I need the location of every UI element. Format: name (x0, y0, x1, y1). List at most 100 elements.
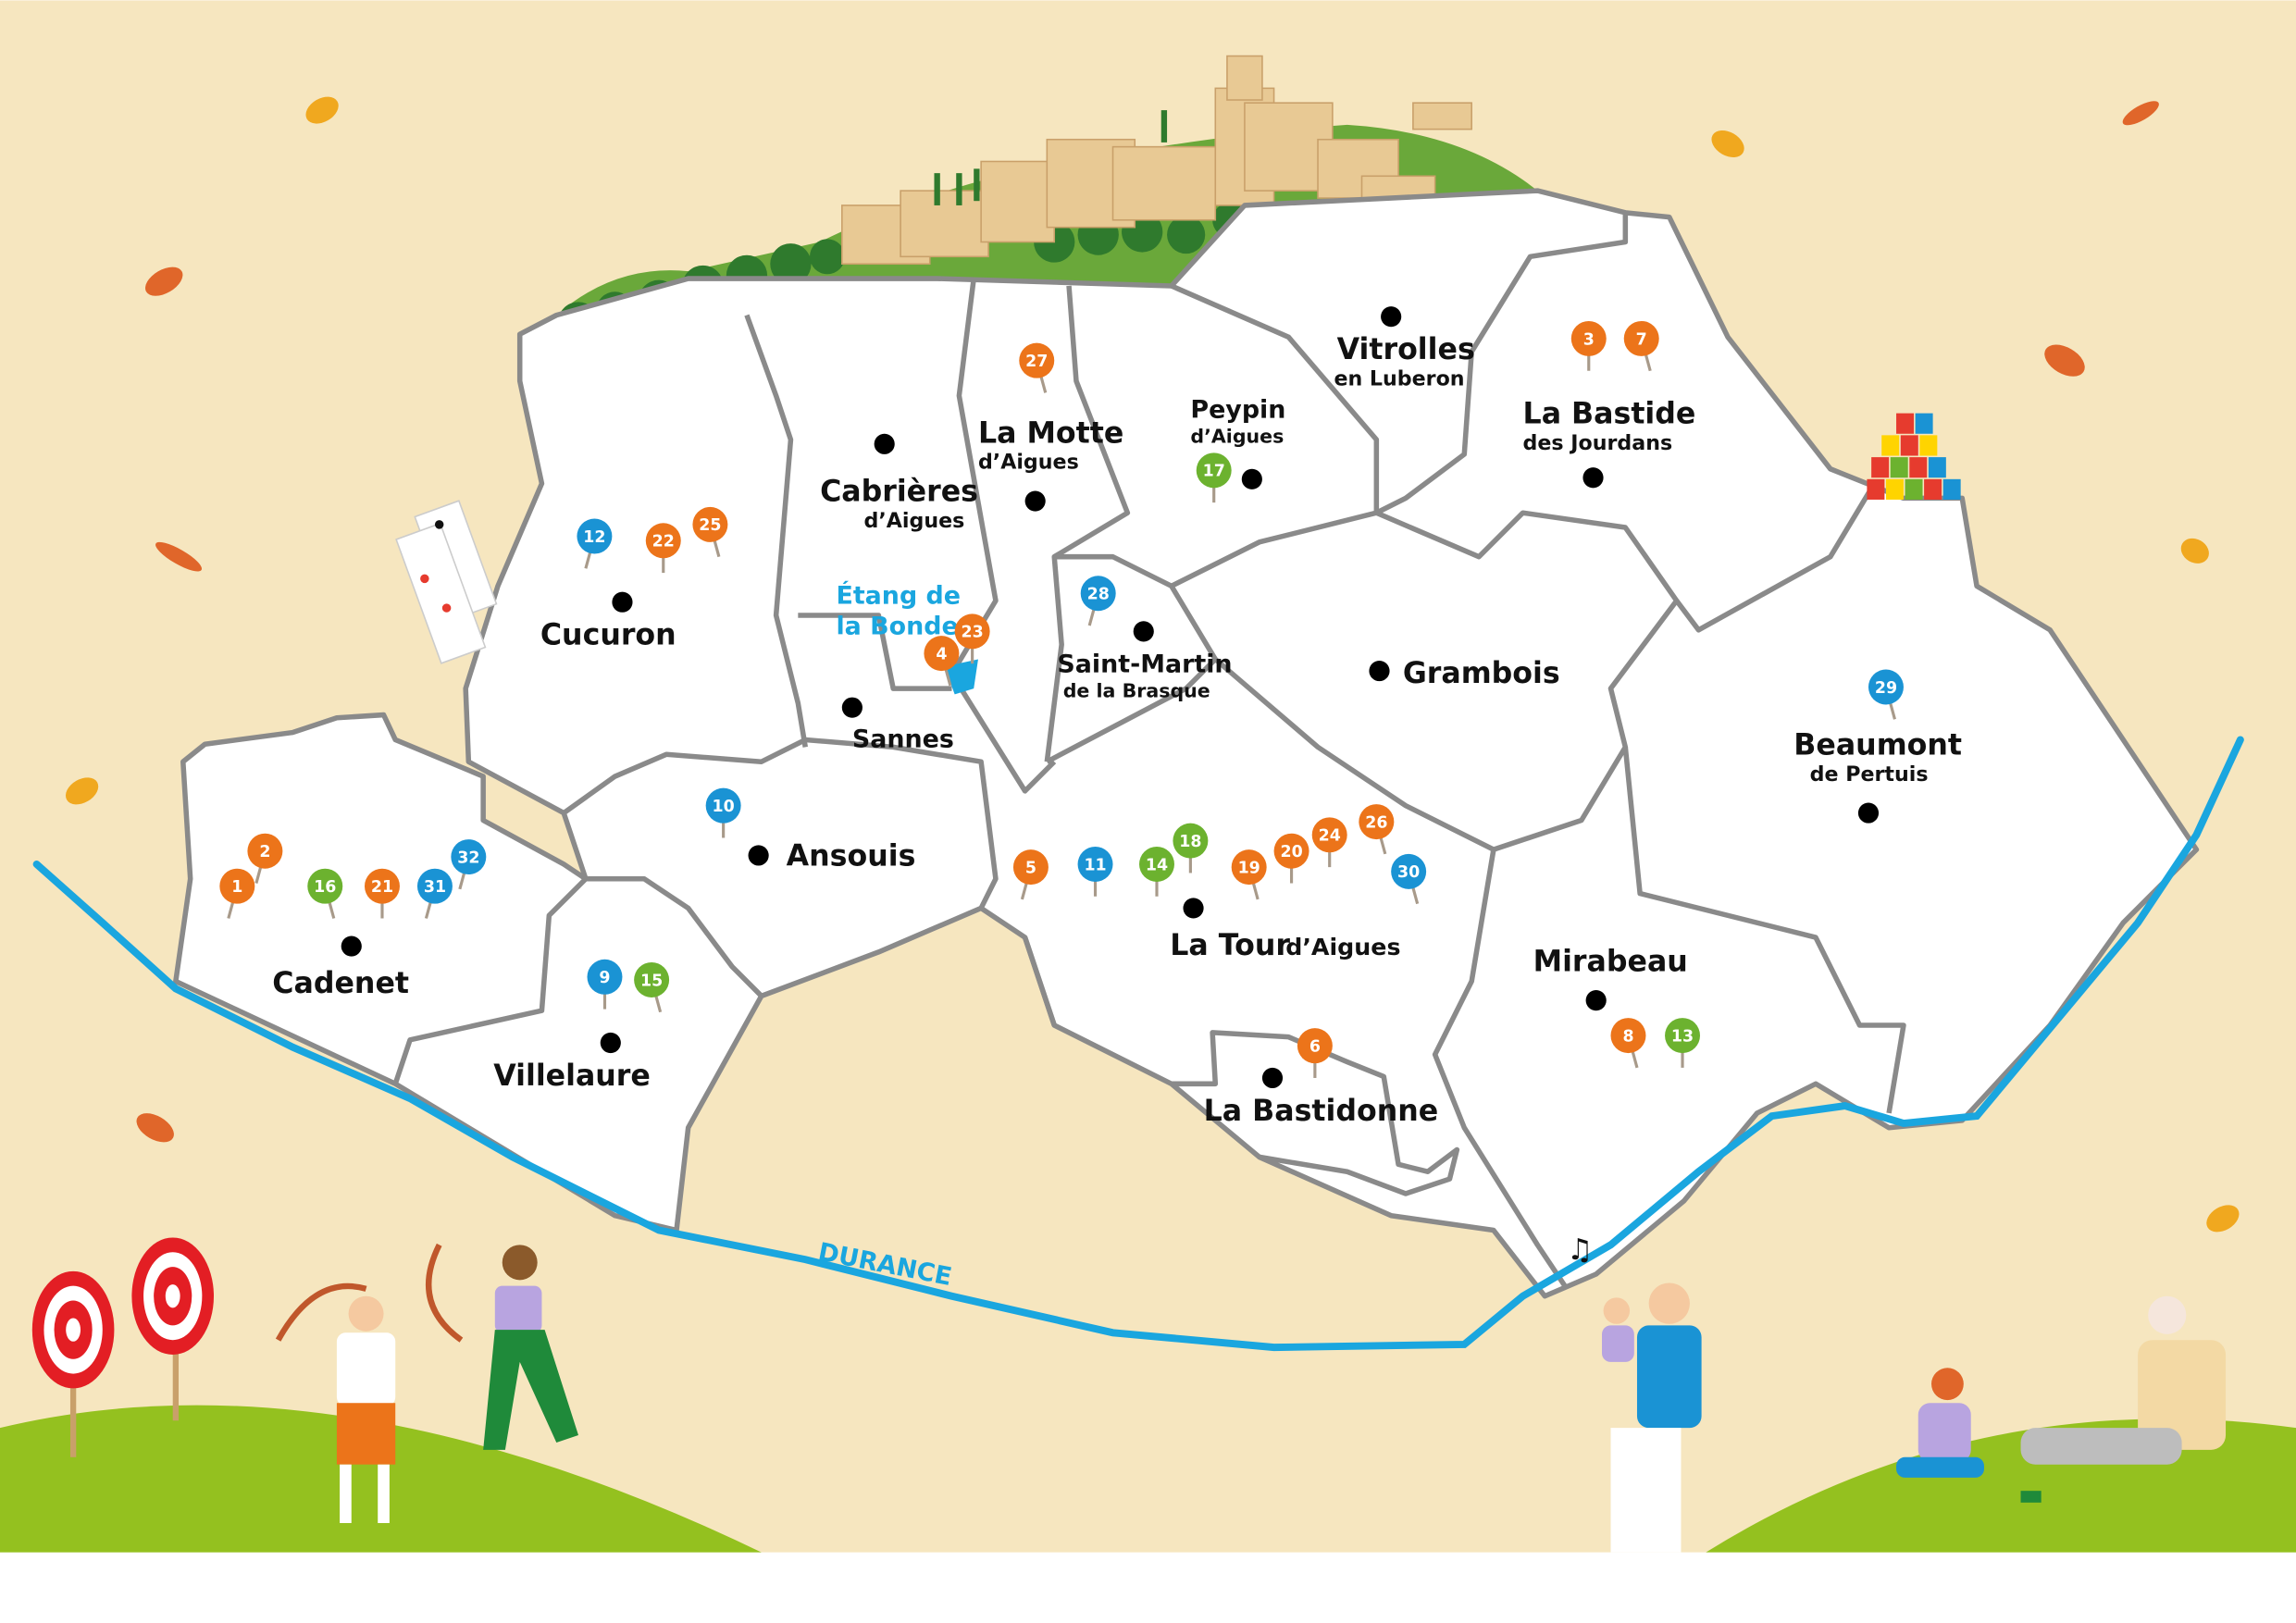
card-players-illustration (1896, 1295, 2227, 1503)
pin-number: 13 (1671, 1027, 1694, 1046)
pin-19[interactable]: 19 (1231, 849, 1267, 900)
pin-number: 23 (962, 624, 984, 642)
pin-17[interactable]: 17 (1196, 452, 1232, 503)
label-grambois: Grambois (1403, 657, 1560, 690)
label-cabrieres: Cabrières (820, 476, 978, 509)
pin-head-orange (1610, 1018, 1646, 1054)
pin-head-orange (1012, 849, 1049, 886)
pin-number: 3 (1583, 330, 1595, 349)
label-la-tour: La Tour (1170, 929, 1290, 962)
label-ansouis: Ansouis (787, 840, 916, 873)
label-villelaure: Villelaure (493, 1059, 651, 1093)
pin-13[interactable]: 13 (1665, 1018, 1701, 1068)
pin-head-orange (219, 868, 255, 904)
bottom-margin (0, 1552, 2296, 1623)
label-peypin-sub: d’Aigues (1190, 425, 1284, 447)
label-vitrolles-sub: en Luberon (1334, 367, 1464, 391)
pin-10[interactable]: 10 (705, 787, 741, 838)
pin-11[interactable]: 11 (1077, 846, 1113, 897)
pin-number: 18 (1179, 833, 1201, 851)
pin-23[interactable]: 23 (954, 613, 990, 664)
pin-25[interactable]: 25 (692, 506, 728, 558)
pin-number: 19 (1238, 859, 1260, 877)
pin-head-blue (705, 787, 741, 824)
family-illustration: ♫ (1567, 1233, 1702, 1553)
pin-14[interactable]: 14 (1139, 846, 1174, 897)
pin-22[interactable]: 22 (645, 523, 681, 574)
pin-5[interactable]: 5 (1012, 849, 1049, 900)
label-la-motte-sub: d’Aigues (978, 451, 1079, 475)
pin-number: 10 (713, 798, 735, 816)
pin-head-orange (1623, 320, 1659, 356)
pin-head-blue (416, 868, 453, 904)
pin-30[interactable]: 30 (1391, 853, 1427, 905)
pin-3[interactable]: 3 (1570, 320, 1607, 371)
pin-27[interactable]: 27 (1019, 342, 1055, 393)
label-cabrieres-sub: d’Aigues (864, 509, 965, 533)
label-mirabeau: Mirabeau (1533, 945, 1688, 978)
pin-29[interactable]: 29 (1868, 669, 1904, 720)
pin-head-green (307, 868, 343, 904)
pin-number: 6 (1309, 1037, 1321, 1056)
pin-head-orange (954, 613, 990, 650)
svg-text:♫: ♫ (1567, 1233, 1593, 1267)
pin-32[interactable]: 32 (451, 839, 487, 890)
pin-18[interactable]: 18 (1173, 823, 1209, 873)
pin-head-green (1665, 1018, 1701, 1054)
pin-number: 25 (699, 516, 721, 535)
pin-head-orange (364, 868, 400, 904)
pin-number: 28 (1087, 586, 1110, 604)
pin-number: 15 (640, 972, 663, 990)
pin-24[interactable]: 24 (1311, 817, 1347, 868)
pin-number: 2 (259, 843, 270, 861)
pin-number: 1 (231, 878, 242, 897)
pin-number: 29 (1875, 679, 1897, 698)
pin-head-blue (1391, 853, 1427, 889)
pin-6[interactable]: 6 (1297, 1028, 1333, 1078)
label-etang-2: la Bonde (836, 613, 958, 641)
pin-number: 31 (424, 878, 446, 897)
pin-number: 30 (1397, 863, 1420, 882)
pin-number: 4 (936, 645, 947, 663)
pin-number: 7 (1636, 330, 1647, 349)
pin-16[interactable]: 16 (307, 868, 343, 919)
pin-8[interactable]: 8 (1610, 1018, 1646, 1069)
tin-can-pyramid-illustration (1867, 413, 1961, 500)
label-saint-martin: Saint-Martin (1057, 650, 1232, 679)
pin-number: 16 (314, 878, 336, 897)
pin-number: 22 (652, 533, 675, 551)
pin-21[interactable]: 21 (364, 868, 400, 919)
pin-number: 24 (1319, 827, 1341, 846)
pin-head-orange (1231, 849, 1267, 886)
pin-head-green (1196, 452, 1232, 489)
pin-1[interactable]: 1 (219, 868, 255, 919)
label-la-tour-sub: d’Aigues (1285, 934, 1400, 960)
pin-head-orange (1570, 320, 1607, 356)
pin-4[interactable]: 4 (924, 636, 960, 687)
label-beaumont: Beaumont (1793, 728, 1962, 762)
commune-labels: Cucuron Cabrières d’Aigues La Motte d’Ai… (272, 333, 1962, 1128)
pin-20[interactable]: 20 (1273, 833, 1309, 884)
label-la-bastidonne: La Bastidonne (1204, 1095, 1439, 1128)
pin-9[interactable]: 9 (587, 959, 623, 1010)
pin-head-blue (577, 518, 613, 554)
pin-head-orange (692, 506, 728, 542)
pin-26[interactable]: 26 (1359, 804, 1395, 855)
label-sannes: Sannes (852, 725, 954, 753)
pin-12[interactable]: 12 (577, 518, 613, 569)
playing-cards-illustration (395, 500, 498, 664)
pin-15[interactable]: 15 (634, 961, 670, 1013)
event-pins: 1234567891011121314151617181920212223242… (219, 320, 1904, 1078)
pin-number: 26 (1365, 813, 1387, 832)
pin-number: 20 (1280, 843, 1302, 861)
pin-number: 5 (1025, 859, 1036, 877)
etang-de-la-bonde-water (944, 659, 978, 695)
pin-head-green (634, 961, 670, 997)
pin-2[interactable]: 2 (247, 833, 283, 884)
pin-7[interactable]: 7 (1623, 320, 1659, 372)
pin-number: 11 (1084, 856, 1106, 874)
pin-28[interactable]: 28 (1080, 576, 1116, 626)
pin-31[interactable]: 31 (416, 868, 453, 919)
pin-number: 9 (599, 969, 610, 987)
